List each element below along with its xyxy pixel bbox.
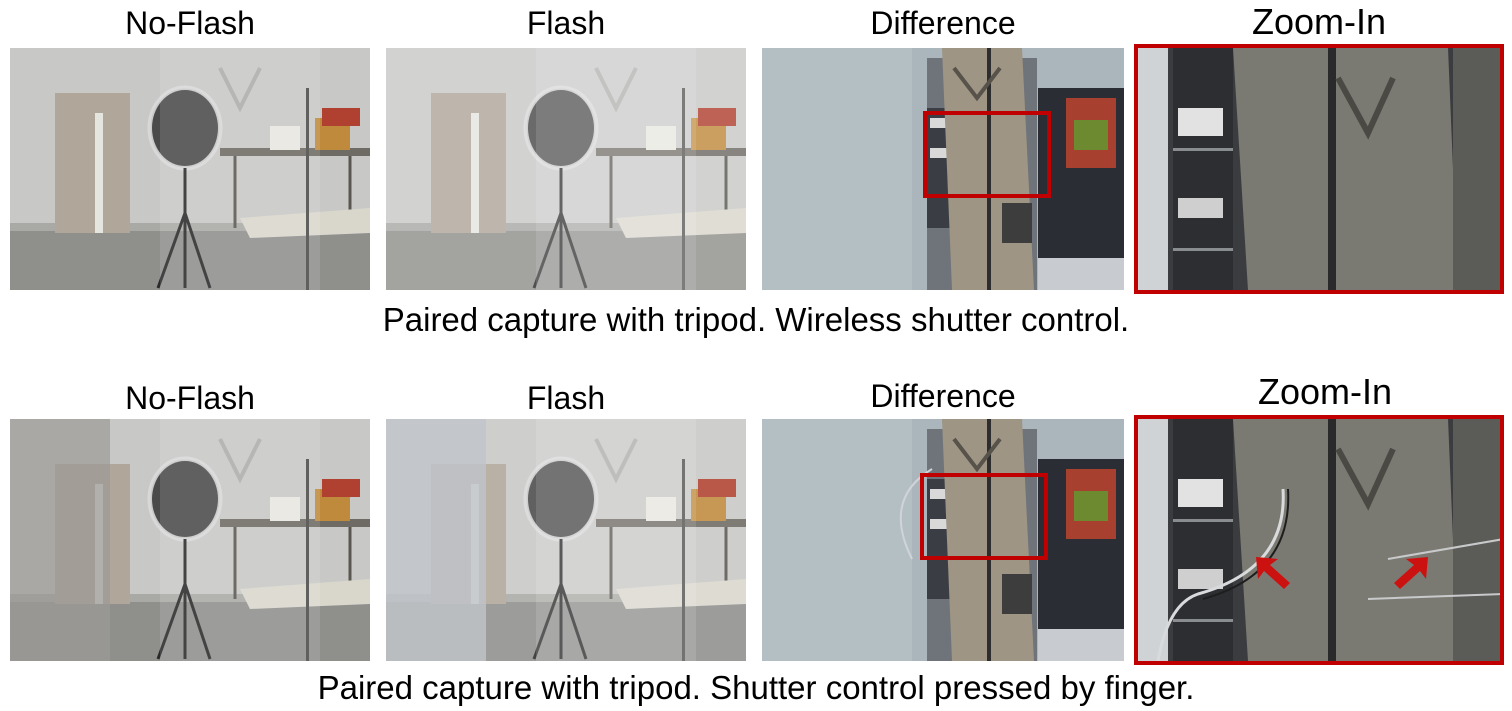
image-flash — [386, 419, 746, 661]
label-zoom-in: Zoom-In — [1257, 371, 1393, 412]
image-difference — [762, 48, 1124, 290]
label-difference: Difference — [870, 378, 1016, 414]
label-zoom-in: Zoom-In — [1251, 1, 1387, 42]
image-difference — [762, 419, 1124, 661]
label-flash: Flash — [526, 5, 606, 41]
image-zoom-in — [1134, 415, 1504, 665]
label-no-flash: No-Flash — [125, 5, 255, 41]
label-flash: Flash — [526, 380, 606, 416]
zoom-region-box — [920, 473, 1048, 560]
arrow-icon — [1394, 557, 1428, 589]
caption-row-1: Paired capture with tripod. Wireless shu… — [382, 301, 1130, 338]
image-no-flash — [10, 48, 370, 290]
image-no-flash — [10, 419, 370, 661]
caption-row-2: Paired capture with tripod. Shutter cont… — [317, 669, 1195, 706]
label-no-flash: No-Flash — [125, 380, 255, 416]
zoom-region-box — [923, 111, 1051, 198]
arrow-icon — [1256, 557, 1290, 589]
label-difference: Difference — [870, 5, 1016, 41]
image-zoom-in — [1134, 44, 1504, 294]
image-flash — [386, 48, 746, 290]
